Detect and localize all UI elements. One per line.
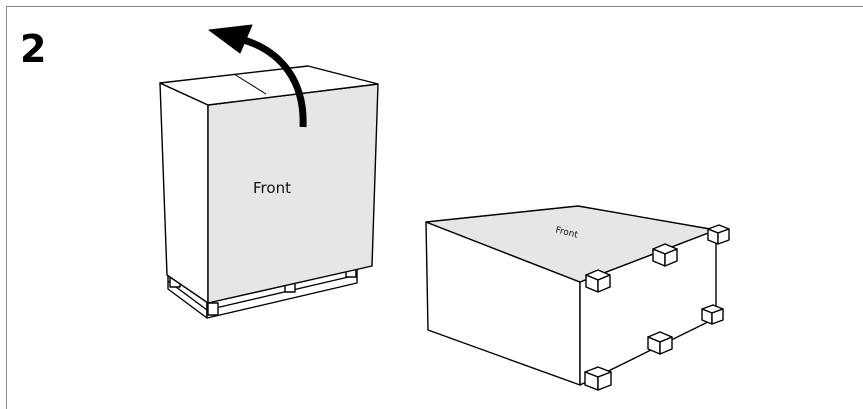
- upright-box-front: [207, 83, 379, 304]
- corner-block: [652, 243, 678, 267]
- corner-block: [707, 224, 730, 245]
- pallet: [167, 265, 358, 319]
- upright-box-side: [159, 82, 209, 304]
- corner-block: [584, 366, 612, 391]
- panel-frame: [6, 6, 863, 409]
- flat-box-assembly: [425, 205, 730, 391]
- upright-box-assembly: [159, 24, 379, 319]
- upright-box-front-label: Front: [253, 179, 291, 197]
- corner-block: [647, 331, 673, 355]
- step-number: 2: [20, 27, 47, 71]
- corner-block: [585, 269, 611, 293]
- upright-box-top: [159, 65, 379, 106]
- lift-arrow: [242, 36, 307, 128]
- corner-block: [701, 304, 724, 325]
- arrow-head: [208, 24, 253, 54]
